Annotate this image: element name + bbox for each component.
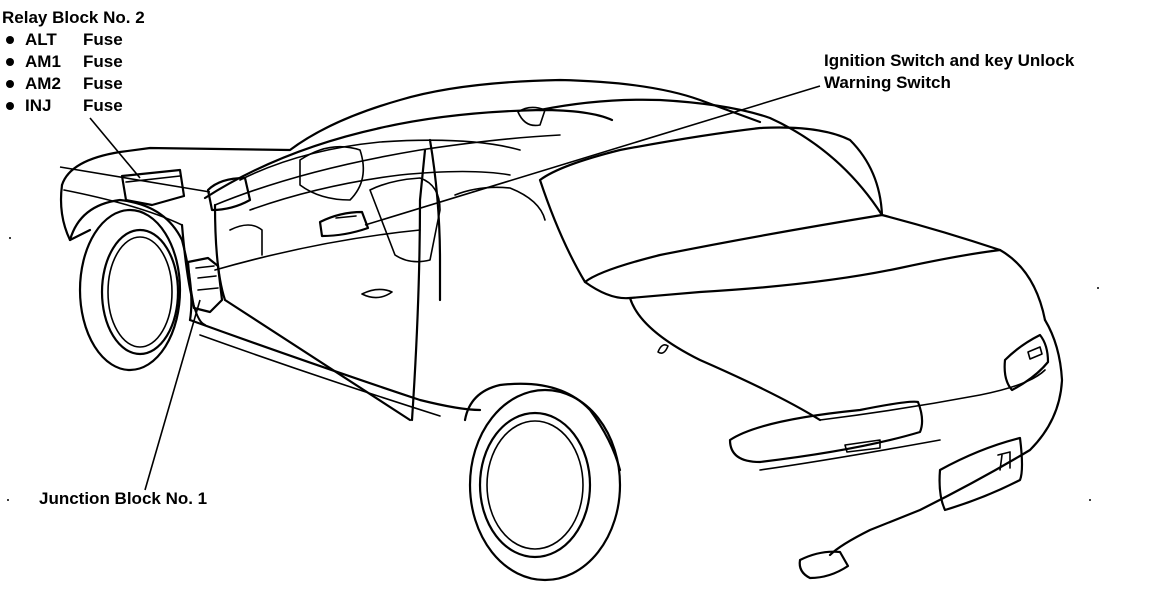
leader-lines (59, 85, 821, 491)
junction-block-label: Junction Block No. 1 (39, 489, 208, 508)
ignition-switch-label: Ignition Switch and key Unlock Warning S… (824, 50, 1074, 94)
junction-block-icon (186, 256, 224, 314)
ignition-switch-line1: Ignition Switch and key Unlock (824, 51, 1075, 70)
bullet-icon (6, 57, 14, 66)
relay-block-icon (120, 168, 186, 207)
car-body (59, 78, 1064, 580)
bullet-icon (6, 101, 14, 110)
car-interior (229, 106, 546, 263)
bullet-icon (6, 79, 14, 88)
relay-block-title: Relay Block No. 2 (2, 8, 145, 27)
front-wheel (78, 208, 182, 372)
speck-marks (7, 237, 1099, 501)
side-mirror (206, 176, 252, 212)
rear-wheel (468, 388, 622, 582)
ignition-switch-line2: Warning Switch (824, 73, 951, 92)
bullet-icon (6, 35, 14, 44)
